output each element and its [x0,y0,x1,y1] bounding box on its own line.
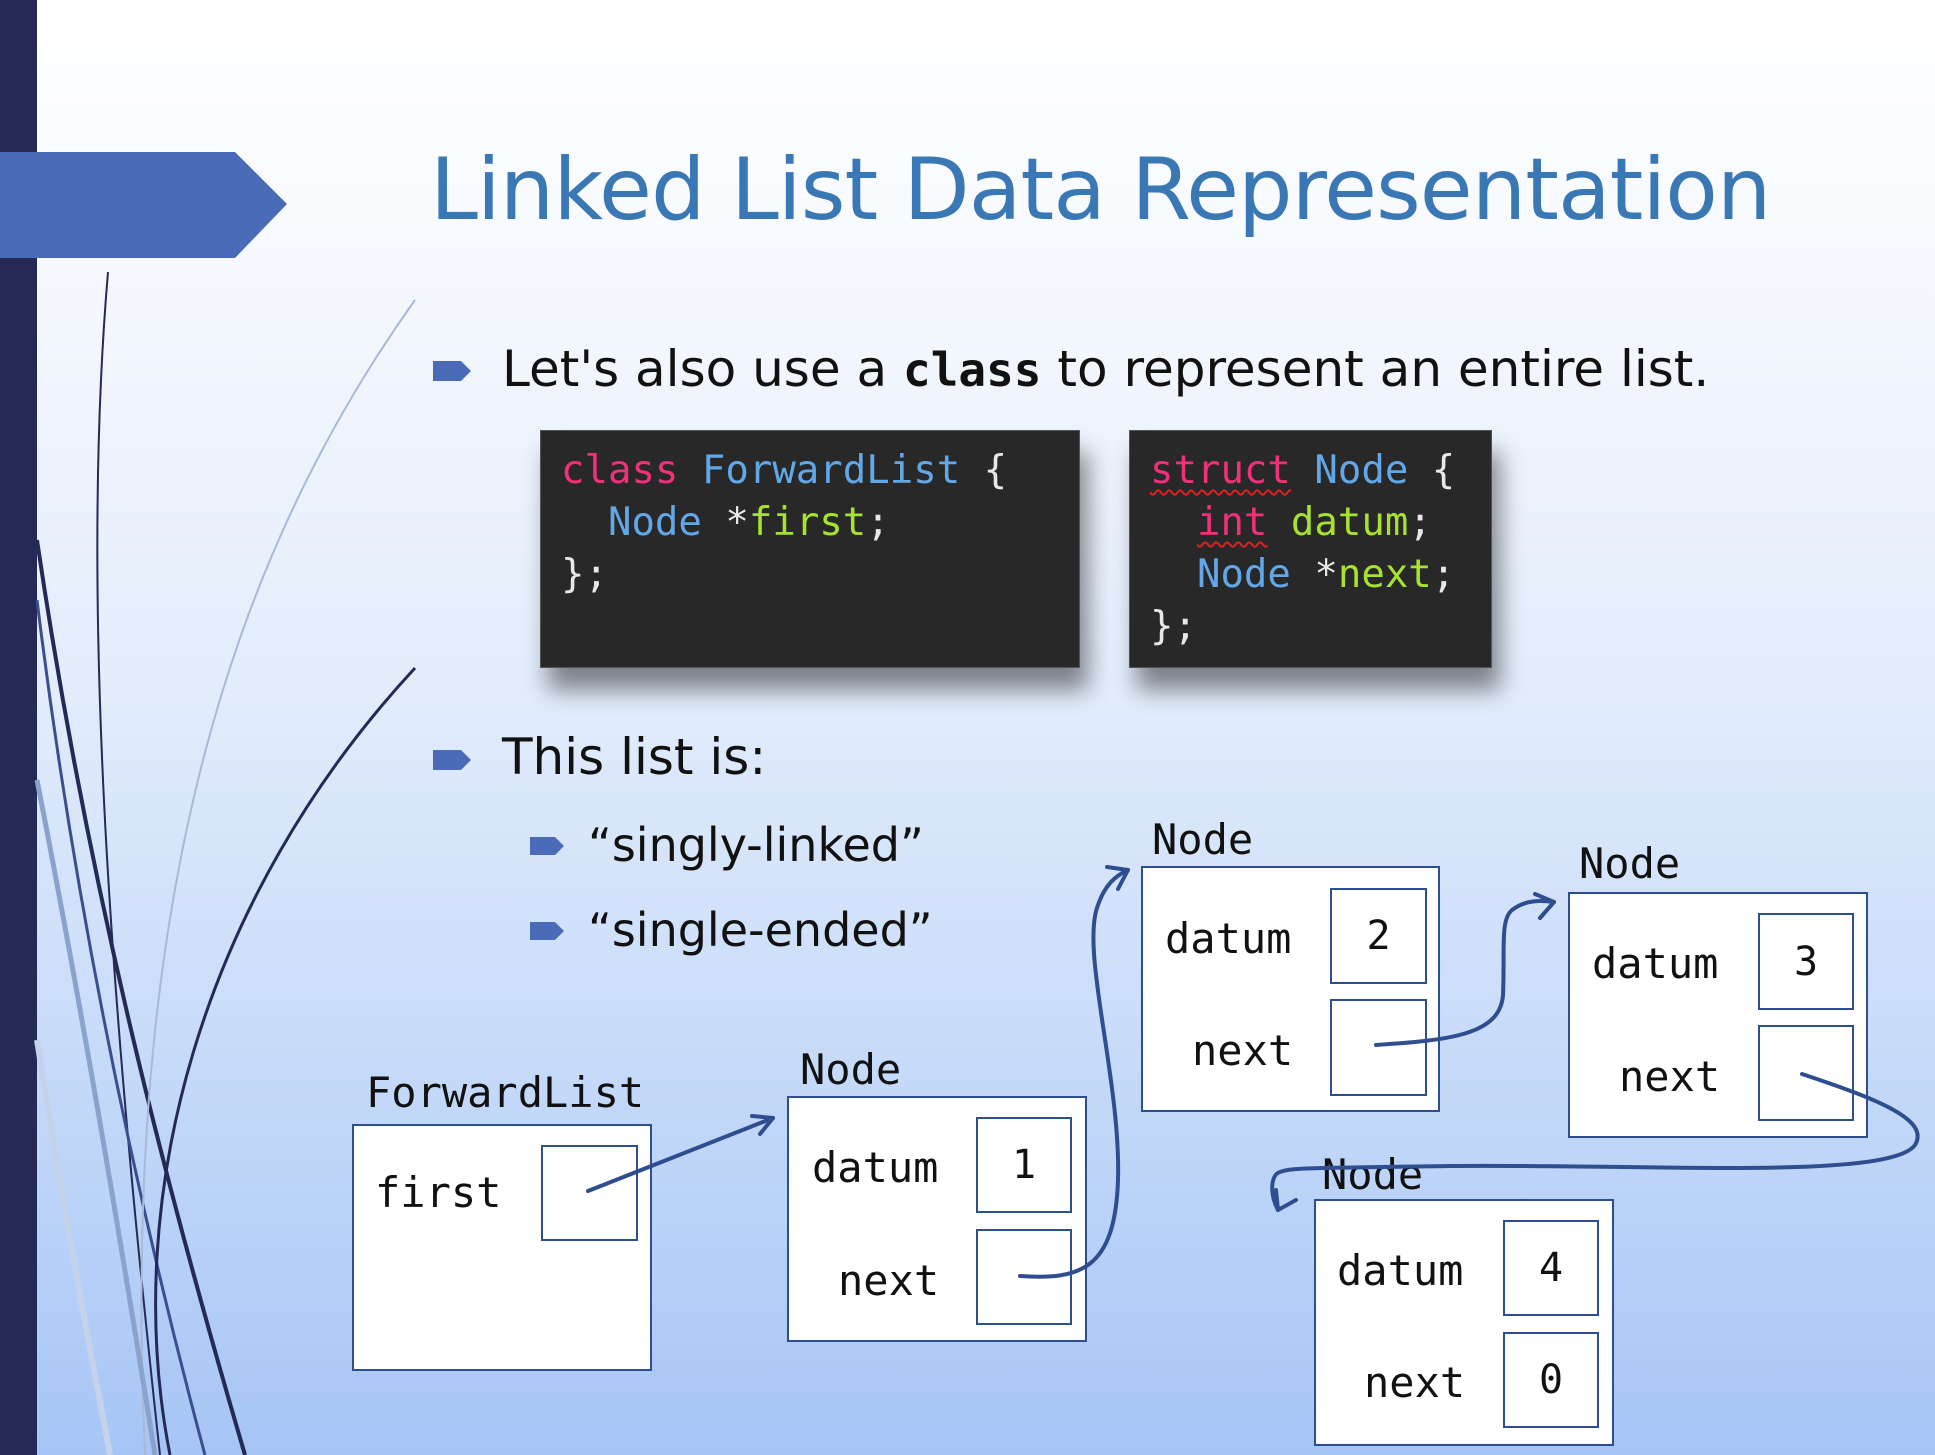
node-1-datum-cell: 1 [976,1117,1072,1213]
arrow-node-2-to-node-3 [1374,892,1556,1047]
node-3-next-cell [1758,1025,1854,1121]
type-forwardlist: ForwardList [701,448,961,493]
arrow-node-3-to-node-4 [1270,1072,1920,1212]
node-2-label: Node [1152,815,1254,864]
node-2-datum-label: datum [1165,914,1292,963]
node-4-label: Node [1322,1150,1424,1199]
pointer-star: * [701,500,749,545]
node-2-next-cell [1330,999,1427,1096]
arrow-node-1-to-node-2 [1018,865,1130,1279]
decorative-curves [0,152,417,1455]
brace-open: { [960,448,1008,493]
bullet-2: This list is: [502,728,767,786]
keyword-class: class [561,448,679,493]
keyword-int: int [1196,500,1268,545]
node-3-label: Node [1579,839,1681,888]
node-4-datum-cell: 4 [1503,1220,1599,1316]
pointer-cell-first [541,1145,638,1241]
field-datum: datum [1290,500,1409,545]
bullet-arrow-icon [433,750,471,770]
bullet-1-code: class [903,343,1042,397]
type-node-name: Node [1314,448,1409,493]
bullet-1-text-a: Let's also use a [502,340,904,398]
code-block-node: struct Node { int datum; Node *next; }; [1129,430,1492,668]
type-node: Node [1196,552,1291,597]
bullet-1-text-b: to represent an entire list. [1041,340,1710,398]
sub-bullet-1: “singly-linked” [588,818,924,872]
type-node: Node [607,500,702,545]
node-1-next-label: next [838,1256,940,1305]
pointer-star: * [1290,552,1338,597]
slide-title: Linked List Data Representation [430,140,1771,240]
node-3-datum-label: datum [1592,939,1719,988]
sub-bullet-arrow-icon [530,922,564,940]
field-next: next [1337,552,1432,597]
brace-close: }; [561,552,608,597]
node-1-label: Node [800,1045,902,1094]
semicolon: ; [866,500,890,545]
node-4-next-label: next [1364,1358,1466,1407]
bullet-arrow-icon [433,361,471,381]
semicolon: ; [1408,500,1432,545]
node-3-next-label: next [1619,1052,1721,1101]
bullet-1: Let's also use a class to represent an e… [502,340,1709,398]
keyword-struct: struct [1150,448,1291,493]
semicolon: ; [1431,552,1456,597]
sub-bullet-2: “single-ended” [588,903,933,957]
node-2-datum-cell: 2 [1330,888,1427,984]
field-first: first [748,500,867,545]
node-3-datum-cell: 3 [1758,913,1854,1010]
node-4-datum-label: datum [1337,1246,1464,1295]
node-4-next-cell: 0 [1503,1332,1599,1428]
code-block-forwardlist: class ForwardList { Node *first; }; [540,430,1080,668]
brace-open: { [1408,448,1456,493]
brace-close: }; [1150,604,1197,649]
field-label-first: first [375,1168,502,1217]
forwardlist-label: ForwardList [366,1068,645,1117]
sub-bullet-arrow-icon [530,837,564,855]
node-1-datum-label: datum [812,1143,939,1192]
node-2-next-label: next [1192,1026,1294,1075]
title-accent-tab [0,152,287,258]
arrow-first-to-node-1 [586,1114,775,1193]
